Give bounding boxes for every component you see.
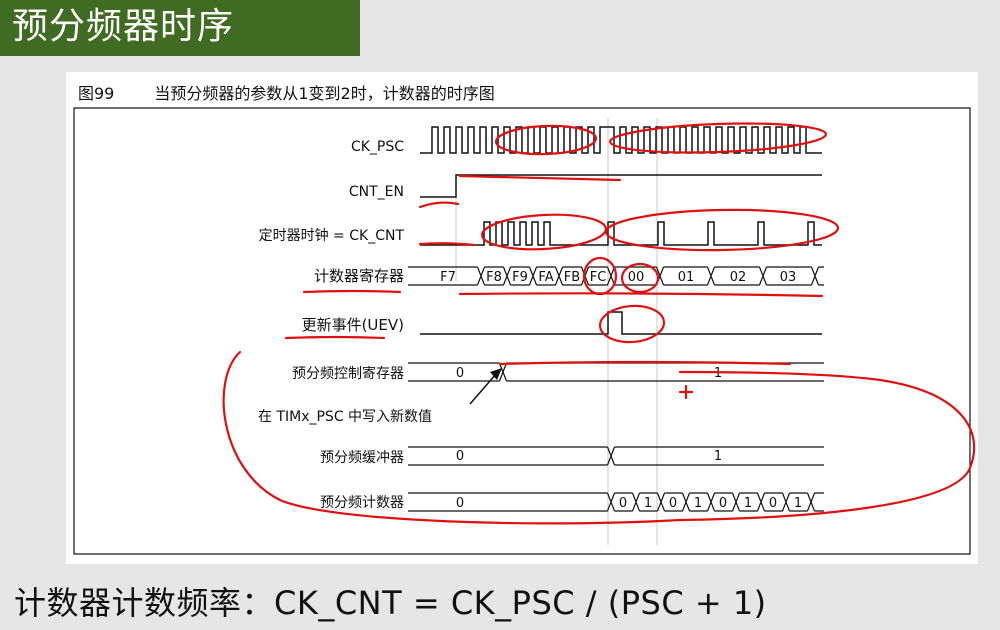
counter-value: 02 <box>730 270 747 285</box>
prescaler-buffer-bus: 0 1 <box>408 446 824 466</box>
markup-circle <box>598 304 666 344</box>
cnt-en-waveform <box>420 174 822 198</box>
prescaler-counter-value: 0 <box>669 496 677 511</box>
annotation-arrow <box>469 373 497 405</box>
prescaler-control-value: 0 <box>456 366 464 381</box>
label-timer-clock: 定时器时钟 = CK_CNT <box>259 227 405 244</box>
counter-value: F9 <box>512 270 528 285</box>
prescaler-counter-value: 0 <box>719 496 727 511</box>
markup-circle <box>620 262 660 294</box>
label-update-event: 更新事件(UEV) <box>302 316 404 334</box>
prescaler-counter-value: 1 <box>794 496 802 511</box>
label-cnt-en: CNT_EN <box>349 184 404 200</box>
diagram-frame <box>73 107 971 555</box>
prescaler-counter-value: 1 <box>694 496 702 511</box>
timer-clock-waveform <box>420 221 822 246</box>
bus-outline <box>408 492 824 512</box>
bus-outline <box>408 362 824 382</box>
slide-title-bar: 预分频器时序 <box>0 0 360 56</box>
uev-waveform <box>420 311 822 335</box>
figure-number: 图99 <box>78 84 115 103</box>
markup-plus <box>678 384 694 400</box>
prescaler-buffer-value: 1 <box>714 449 722 464</box>
annotation-arrowhead <box>490 368 502 380</box>
prescaler-counter-value: 0 <box>769 496 777 511</box>
counter-value: F7 <box>440 270 456 285</box>
prescaler-counter-value: 1 <box>744 496 752 511</box>
label-prescaler-buffer: 预分频缓冲器 <box>320 450 404 466</box>
label-ck-psc: CK_PSC <box>351 139 404 155</box>
markup-underline <box>458 174 622 182</box>
markup-underline <box>418 201 460 209</box>
counter-value: F8 <box>486 270 502 285</box>
counter-value: 03 <box>780 270 797 285</box>
counter-value: FA <box>538 270 553 285</box>
label-prescaler-counter: 预分频计数器 <box>320 495 404 511</box>
markup-circle <box>494 124 598 156</box>
prescaler-control-value: 1 <box>714 366 722 381</box>
markup-circle <box>608 122 828 154</box>
prescaler-control-bus: 0 1 <box>408 362 824 382</box>
counter-value: FC <box>590 270 607 285</box>
markup-underline <box>284 335 386 340</box>
counter-register-bus: F7 F8 F9 FA FB FC 00 01 02 03 <box>408 266 824 286</box>
markup-underline <box>302 289 402 294</box>
markup-circle <box>480 213 608 251</box>
prescaler-buffer-value: 0 <box>456 449 464 464</box>
prescaler-counter-value: 0 <box>619 496 627 511</box>
markup-underline <box>458 292 824 298</box>
prescaler-counter-value: 0 <box>456 496 464 511</box>
bus-outline <box>408 446 824 466</box>
markup-underline <box>418 242 476 247</box>
figure-caption-text: 当预分频器的参数从1变到2时，计数器的时序图 <box>154 84 495 103</box>
label-prescaler-control-register: 预分频控制寄存器 <box>292 365 404 382</box>
label-counter-register: 计数器寄存器 <box>314 267 404 285</box>
prescaler-counter-value: 1 <box>644 496 652 511</box>
prescaler-counter-bus: 0 0 1 0 1 0 1 0 1 <box>408 492 824 512</box>
ck-psc-waveform <box>420 126 822 154</box>
formula: 计数器计数频率：CK_CNT = CK_PSC / (PSC + 1) <box>14 584 767 622</box>
figure-caption: 图99 当预分频器的参数从1变到2时，计数器的时序图 <box>78 80 495 104</box>
counter-value: FB <box>564 270 580 285</box>
markup-circle <box>604 208 840 252</box>
counter-value: 01 <box>678 270 695 285</box>
counter-value: 00 <box>628 270 645 285</box>
annotation-write-psc: 在 TIMx_PSC 中写入新数值 <box>258 409 432 425</box>
markup-loop <box>222 350 976 525</box>
markup-underline <box>498 360 792 366</box>
slide-title: 预分频器时序 <box>12 6 235 47</box>
